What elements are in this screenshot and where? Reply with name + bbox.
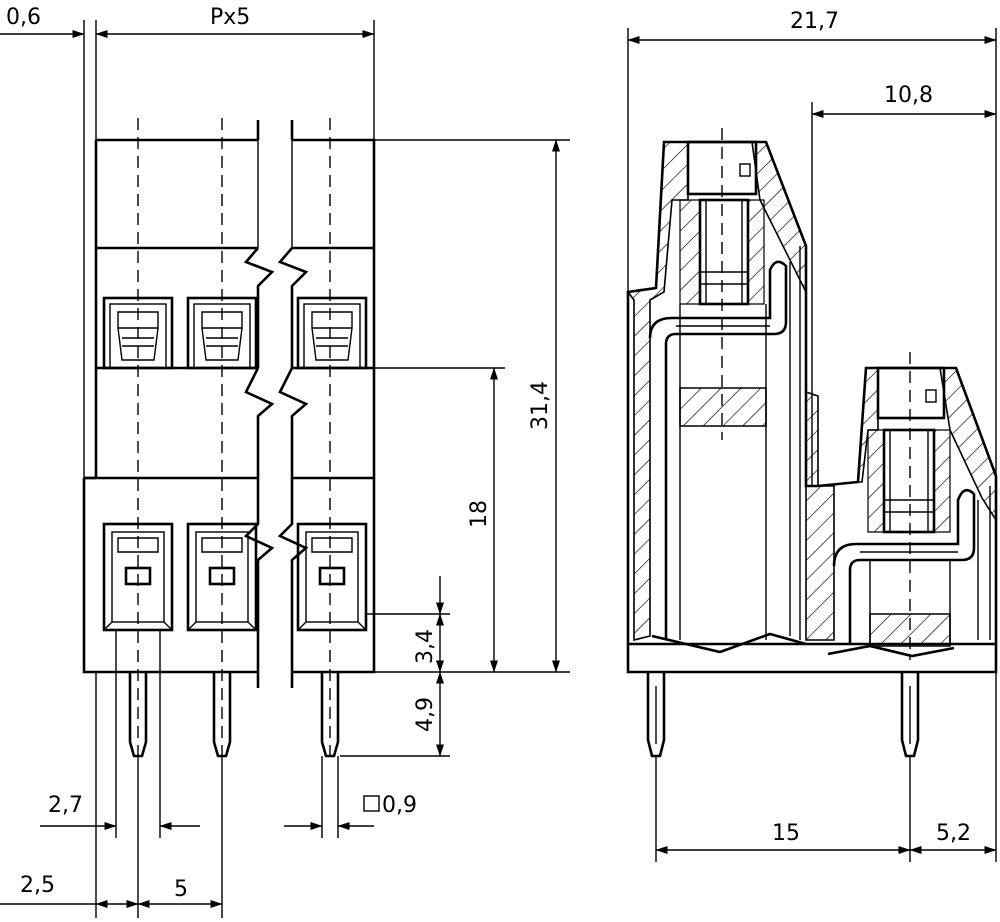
dim-pin-to-edge-label: 5,2 bbox=[936, 821, 971, 846]
side-pins bbox=[646, 672, 920, 758]
dim-opening-width-label: 2,7 bbox=[48, 793, 83, 818]
dim-height-lower-label: 18 bbox=[467, 500, 492, 528]
front-center-lines bbox=[137, 118, 331, 760]
square-section-icon bbox=[363, 795, 380, 812]
side-extension-lines bbox=[627, 28, 997, 862]
lower-clamp bbox=[832, 366, 991, 644]
dim-pin-section-label: 0,9 bbox=[382, 793, 417, 818]
dim-pitch-label: 5 bbox=[174, 877, 188, 902]
side-hatched-walls bbox=[626, 141, 997, 647]
front-dimension-lines bbox=[0, 30, 560, 908]
dim-depth-total-label: 21,7 bbox=[790, 9, 839, 34]
dim-height-total-label: 31,4 bbox=[528, 381, 553, 430]
front-dimension-texts: 0,6 Px5 31,4 18 3,4 4,9 2,7 0,9 2,5 5 bbox=[6, 5, 553, 902]
lower-opening bbox=[296, 522, 368, 632]
side-dimension-lines bbox=[627, 36, 997, 854]
front-view: 0,6 Px5 31,4 18 3,4 4,9 2,7 0,9 2,5 5 bbox=[0, 5, 570, 918]
lower-wire-openings bbox=[102, 522, 368, 632]
upper-opening bbox=[296, 296, 368, 370]
dim-pitch-multiple-label: Px5 bbox=[210, 5, 250, 30]
dim-pin-spacing-label: 15 bbox=[772, 821, 800, 846]
dim-pin-length-label: 4,9 bbox=[413, 697, 438, 732]
side-view: 21,7 10,8 15 5,2 bbox=[626, 9, 998, 862]
front-pins bbox=[128, 672, 340, 758]
side-dimension-texts: 21,7 10,8 15 5,2 bbox=[772, 9, 971, 846]
dim-offset-label: 0,6 bbox=[6, 5, 41, 30]
dim-edge-to-pin-label: 2,5 bbox=[20, 873, 55, 898]
upper-release-openings bbox=[102, 296, 368, 370]
dim-pin-offset-label: 3,4 bbox=[413, 629, 438, 664]
side-center-lines bbox=[721, 128, 911, 660]
upper-clamp bbox=[648, 140, 801, 640]
front-extension-lines bbox=[83, 20, 570, 918]
dim-upper-level-depth-label: 10,8 bbox=[884, 83, 933, 108]
